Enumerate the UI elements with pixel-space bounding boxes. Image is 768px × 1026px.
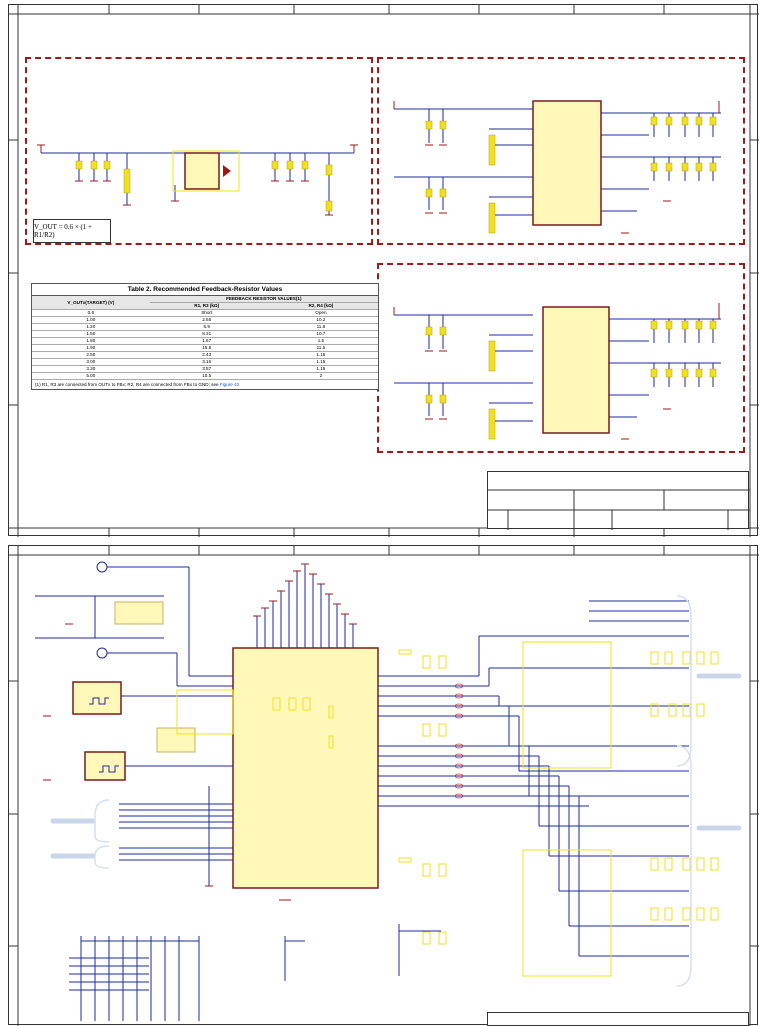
buck-block-top — [377, 57, 745, 245]
table-footnote: (1) R1, R3 are connected from OUTx to FB… — [35, 382, 240, 387]
schematic-sheet-main — [8, 545, 759, 1026]
col-r1r3: R1, R3 (kΩ) — [149, 302, 264, 310]
table-title: Table 2. Recommended Feedback-Resistor V… — [32, 284, 378, 296]
resistor-table-grid: V_OUTx(TARGET) (V) FEEDBACK RESISTOR VAL… — [32, 296, 378, 380]
col-r2r4: R2, R4 (kΩ) — [263, 302, 378, 310]
buck-circuits — [393, 100, 722, 440]
schematic-sheet-power: V_OUT = 0.6 × (1 + R1/R2) — [8, 4, 759, 537]
figure-link[interactable]: Figure 42 — [219, 382, 240, 387]
title-block-grid — [488, 489, 750, 530]
vout-formula: V_OUT = 0.6 × (1 + R1/R2) — [33, 219, 111, 243]
title-block — [487, 471, 750, 530]
main-circuit — [35, 561, 742, 1021]
feedback-resistor-table: Table 2. Recommended Feedback-Resistor V… — [31, 283, 379, 390]
ldo-circuit — [37, 144, 358, 216]
ldo-block — [25, 57, 373, 245]
col-group: FEEDBACK RESISTOR VALUES(1) — [149, 296, 378, 303]
col-vout: V_OUTx(TARGET) (V) — [32, 296, 150, 310]
sheet2-border-ticks — [9, 546, 759, 1026]
